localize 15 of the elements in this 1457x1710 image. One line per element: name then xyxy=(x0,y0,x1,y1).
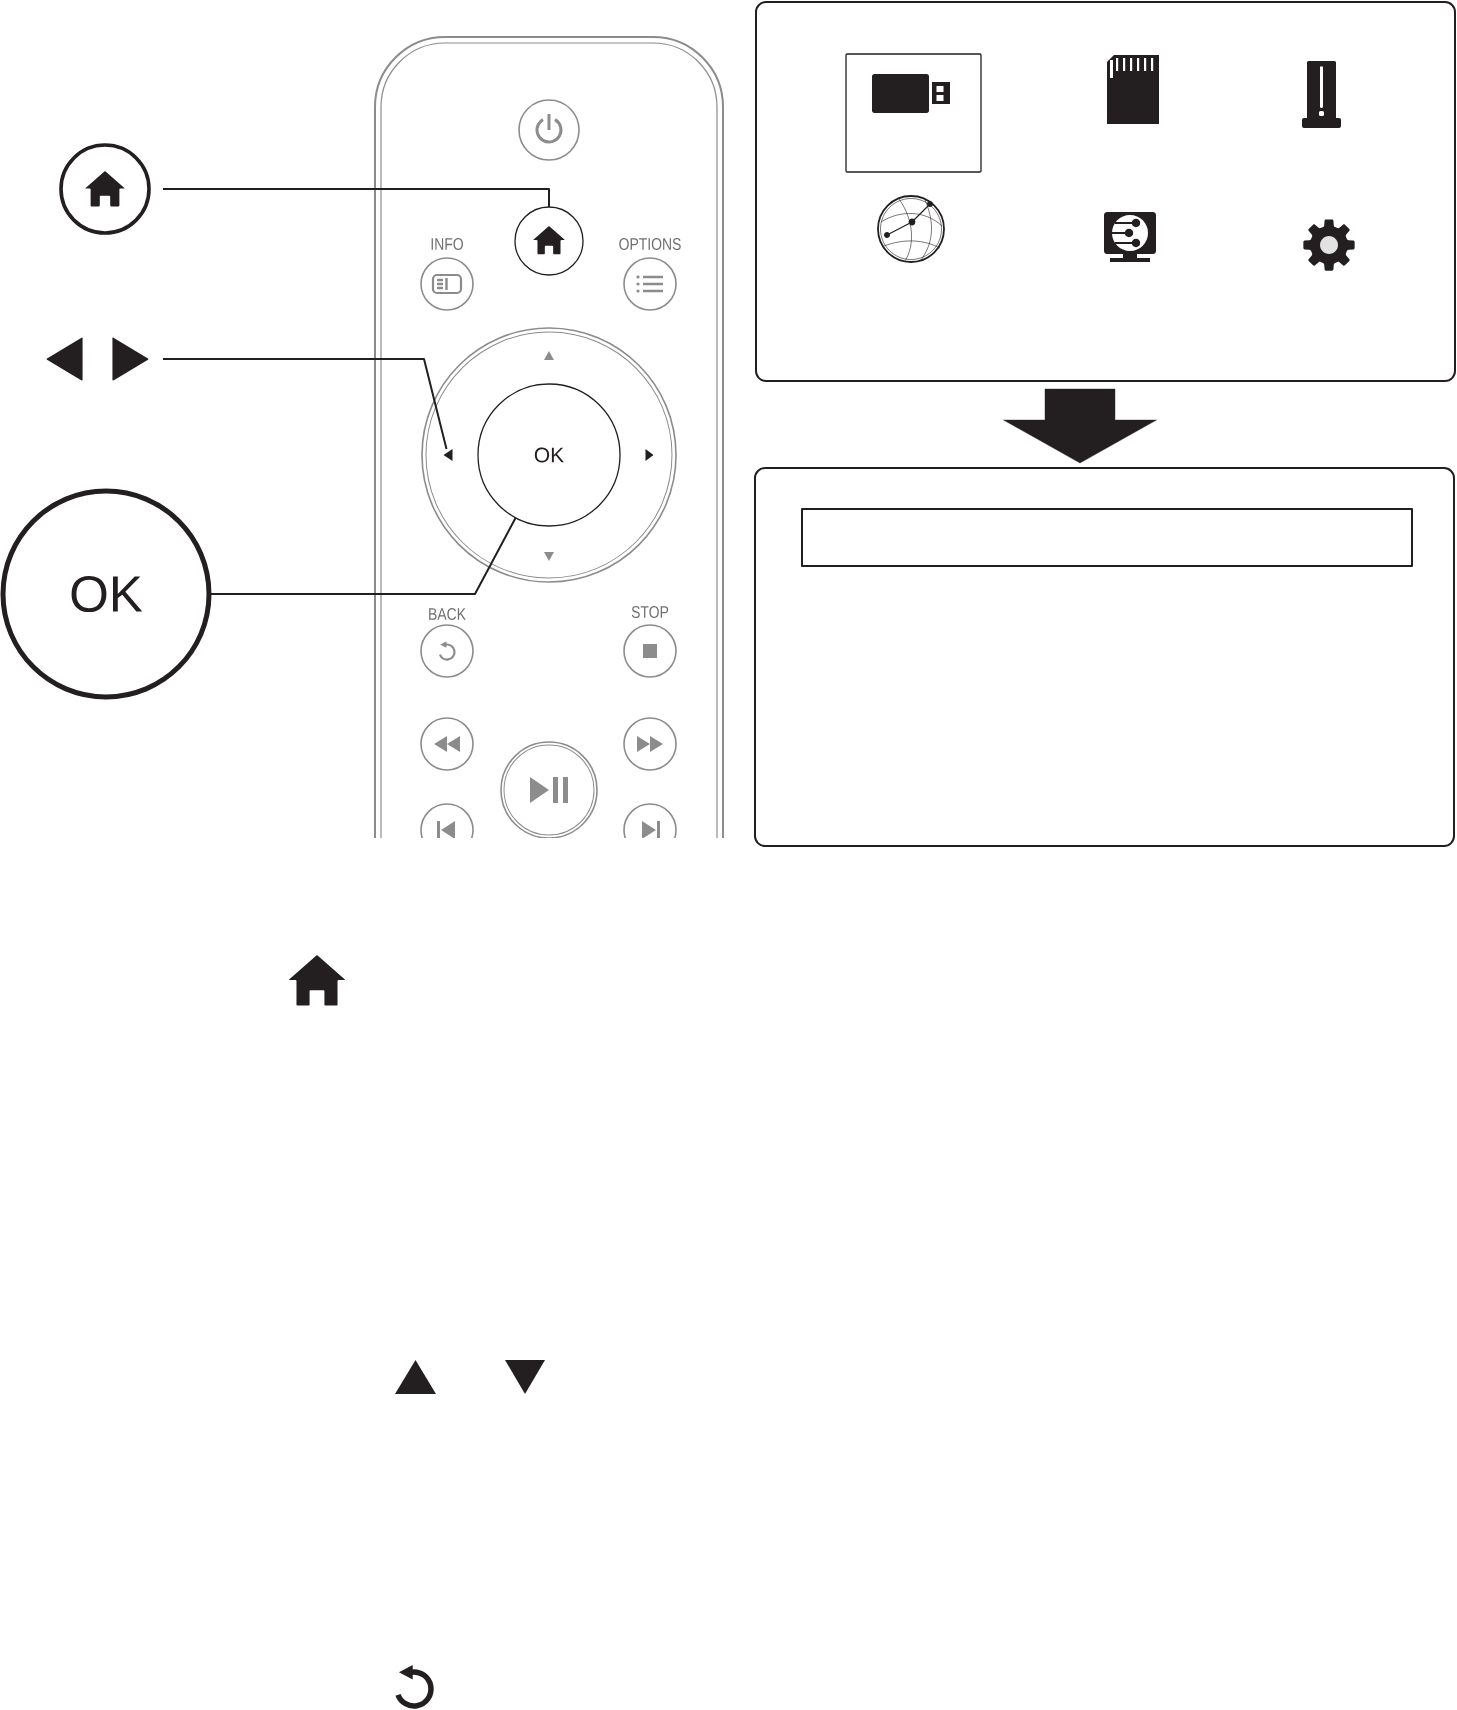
home-button xyxy=(514,206,584,276)
button-label: STOP xyxy=(631,606,669,618)
button-label: OPTIONS xyxy=(619,238,681,250)
leader-line xyxy=(208,516,517,595)
left-right-arrows-icon xyxy=(46,337,149,381)
button-label: BACK xyxy=(429,608,466,620)
ok-button: OK xyxy=(477,383,621,527)
menu-screen xyxy=(754,467,1455,847)
arrow xyxy=(1003,388,1157,464)
left-arrow-key xyxy=(443,449,453,461)
leader-line xyxy=(162,358,448,450)
leader-line xyxy=(162,188,550,208)
button-label: INFO xyxy=(431,238,463,250)
menu-screen xyxy=(755,1,1456,382)
callout-circle xyxy=(59,143,151,235)
